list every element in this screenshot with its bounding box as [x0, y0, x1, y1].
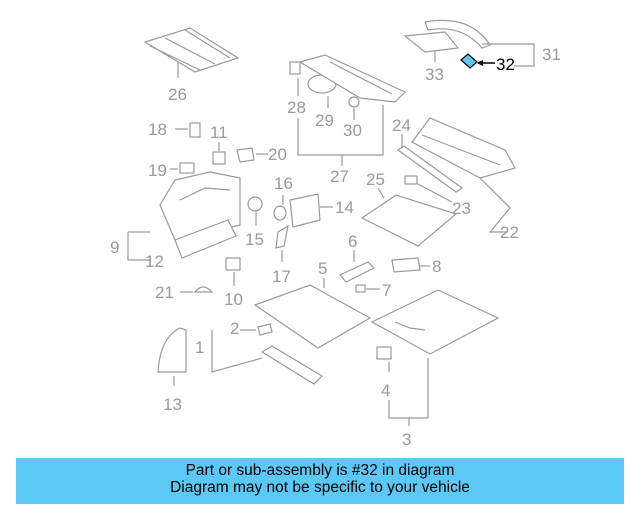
- part-3-cargo-floor: [370, 289, 500, 418]
- part-10-clip: [225, 257, 241, 286]
- part-20-cover: [236, 147, 268, 163]
- part-16-clip: [273, 195, 287, 221]
- part-24-strip: [396, 134, 464, 193]
- part-33-bracket: [403, 31, 460, 62]
- callout-22: 22: [500, 223, 519, 242]
- callout-15: 15: [245, 230, 264, 249]
- callout-33: 33: [425, 65, 444, 84]
- part-14-cover-panel: [289, 193, 333, 228]
- callout-28: 28: [287, 98, 306, 117]
- part-28-clip: [289, 61, 301, 96]
- callout-9: 9: [110, 238, 119, 257]
- callout-29: 29: [315, 111, 334, 130]
- callout-23: 23: [452, 199, 471, 218]
- part-5-floor-mat: [253, 278, 372, 349]
- part-21-bracket: [180, 286, 214, 293]
- callout-27: 27: [330, 167, 349, 186]
- callout-26: 26: [168, 85, 187, 104]
- part-8-latch: [391, 257, 430, 273]
- part-11-hook: [212, 142, 226, 165]
- part-1-scuff-plate: [260, 345, 323, 385]
- callout-6: 6: [348, 232, 357, 251]
- callout-4: 4: [381, 381, 390, 400]
- part-19-clip: [170, 162, 195, 174]
- part-17-hook: [275, 224, 289, 262]
- callout-10: 10: [224, 290, 243, 309]
- callout-16: 16: [274, 174, 293, 193]
- callout-24: 24: [392, 116, 411, 135]
- callout-5: 5: [318, 259, 327, 278]
- callout-17: 17: [272, 267, 291, 286]
- callout-7: 7: [382, 281, 391, 300]
- callout-13: 13: [163, 395, 182, 414]
- caption-line-1: Part or sub-assembly is #32 in diagram: [185, 462, 455, 479]
- part-18-clip: [175, 122, 201, 138]
- caption-banner: Part or sub-assembly is #32 in diagram D…: [16, 458, 624, 504]
- callout-20: 20: [268, 145, 287, 164]
- caption-line-2: Diagram may not be specific to your vehi…: [170, 479, 470, 496]
- callout-31: 31: [542, 45, 561, 64]
- part-30-grommet: [348, 96, 360, 120]
- part-15-fastener: [247, 196, 263, 226]
- part-4-bracket: [376, 346, 392, 372]
- callout-30: 30: [343, 121, 362, 140]
- callout-25: 25: [366, 170, 385, 189]
- part-32-highlighted: [460, 53, 495, 69]
- callout-32: 32: [496, 55, 515, 74]
- callout-19: 19: [148, 161, 167, 180]
- parts-diagram: 26 28 29 30 27 31 32 33 18: [110, 19, 561, 449]
- part-26-cargo-cover: [143, 27, 240, 78]
- callout-21: 21: [155, 283, 174, 302]
- part-2-clip: [240, 323, 273, 336]
- callout-18: 18: [148, 120, 167, 139]
- callout-2: 2: [230, 319, 239, 338]
- part-27-rear-shelf: [298, 54, 407, 103]
- callout-3: 3: [402, 430, 411, 449]
- part-31-trim-rail: [424, 19, 535, 67]
- part-22-sill-trim: [411, 117, 516, 233]
- callout-12: 12: [145, 252, 164, 271]
- part-13-panel: [157, 327, 187, 386]
- callout-14: 14: [335, 198, 354, 217]
- callout-1: 1: [195, 338, 204, 357]
- callout-8: 8: [432, 257, 441, 276]
- part-7-clip: [355, 284, 380, 293]
- part-25-floor-cover: [360, 187, 458, 247]
- part-23-clip: [404, 175, 453, 203]
- part-6-bracket: [339, 250, 376, 283]
- part-12-panel: [174, 219, 237, 259]
- callout-11: 11: [210, 123, 228, 142]
